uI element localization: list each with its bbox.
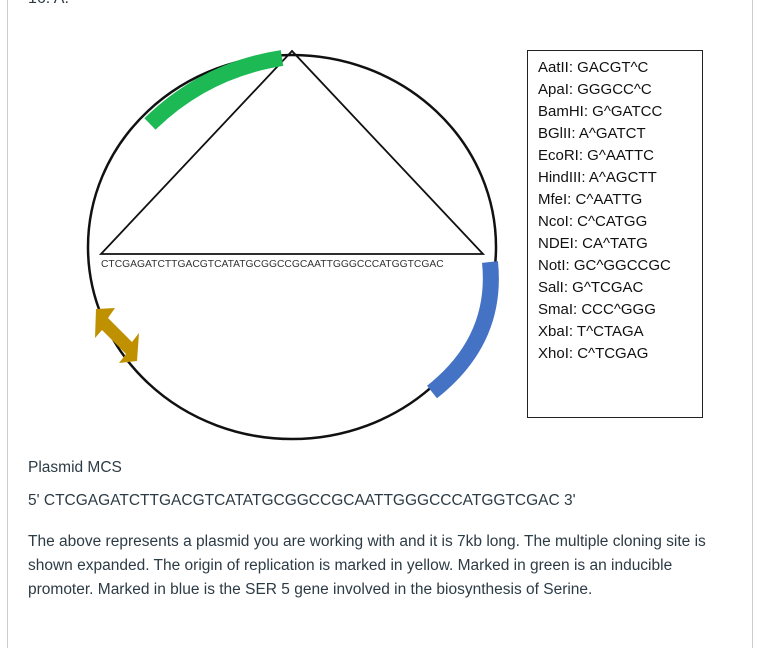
enzyme-item: MfeI: C^AATTG (538, 191, 643, 208)
question-card (7, 0, 753, 648)
enzyme-item: XbaI: T^CTAGA (538, 323, 644, 340)
mcs-sequence-label: CTCGAGATCTTGACGTCATATGCGGCCGCAATTGGGCCCA… (101, 259, 444, 270)
restriction-enzyme-box: AatII: GACGT^C ApaI: GGGCC^C BamHI: G^GA… (527, 50, 703, 418)
enzyme-item: AatII: GACGT^C (538, 59, 649, 76)
enzyme-item: EcoRI: G^AATTC (538, 147, 654, 164)
enzyme-item: HindIII: A^AGCTT (538, 169, 657, 186)
ser5-gene-arc-icon (426, 261, 499, 399)
enzyme-item: ApaI: GGGCC^C (538, 81, 652, 98)
mcs-sequence-line: 5' CTCGAGATCTTGACGTCATATGCGGCCGCAATTGGGC… (28, 492, 576, 509)
enzyme-item: NcoI: C^CATGG (538, 213, 648, 230)
plasmid-diagram (86, 49, 499, 441)
promoter-arc-icon (144, 50, 284, 130)
enzyme-item: BGlII: A^GATCT (538, 125, 646, 142)
enzyme-item: NDEI: CA^TATG (538, 235, 648, 252)
enzyme-item: SalI: G^TCGAC (538, 279, 644, 296)
origin-double-arrow-icon (95, 308, 139, 363)
enzyme-item: SmaI: CCC^GGG (538, 301, 656, 318)
question-number: 16. A. (28, 0, 69, 8)
plasmid-mcs-title: Plasmid MCS (28, 459, 122, 476)
enzyme-item: BamHI: G^GATCC (538, 103, 663, 120)
plasmid-circle (86, 53, 498, 441)
enzyme-item: NotI: GC^GGCCGC (538, 257, 671, 274)
enzyme-item: XhoI: C^TCGAG (538, 345, 649, 362)
question-description: The above represents a plasmid you are w… (28, 533, 706, 598)
mcs-expansion-triangle (98, 49, 486, 255)
